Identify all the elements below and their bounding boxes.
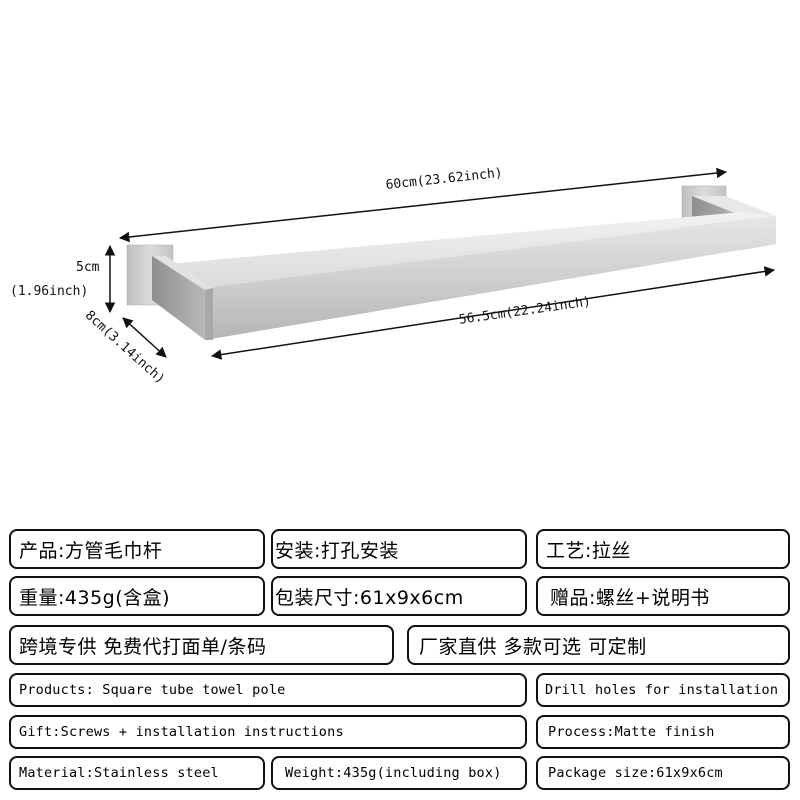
spec-text: 工艺:拉丝 [546, 539, 631, 562]
spec-text: Weight:435g(including box) [285, 765, 502, 781]
spec-text: Process:Matte finish [548, 724, 715, 740]
spec-cn-crossborder: 跨境专供 免费代打面单/条码 [9, 625, 394, 665]
spec-text: Products: Square tube towel pole [19, 682, 286, 698]
spec-cn-process: 工艺:拉丝 [536, 529, 790, 569]
spec-text: Drill holes for installation [545, 682, 779, 698]
spec-cn-gift: 赠品:螺丝+说明书 [536, 576, 790, 616]
product-image [0, 150, 800, 410]
spec-text: 安装:打孔安装 [275, 539, 399, 562]
spec-text: 赠品:螺丝+说明书 [550, 586, 710, 609]
spec-cn-installation: 安装:打孔安装 [271, 529, 527, 569]
spec-text: Package size:61x9x6cm [548, 765, 723, 781]
spec-en-package: Package size:61x9x6cm [536, 756, 790, 790]
spec-text: 厂家直供 多款可选 可定制 [419, 635, 647, 658]
spec-text: 包装尺寸:61x9x6cm [275, 586, 464, 609]
height-inch-label: (1.96inch) [10, 284, 89, 299]
spec-en-installation: Drill holes for installation [536, 673, 790, 707]
spec-cn-product: 产品:方管毛巾杆 [9, 529, 265, 569]
spec-en-weight: Weight:435g(including box) [271, 756, 527, 790]
spec-text: 跨境专供 免费代打面单/条码 [19, 635, 267, 658]
spec-cn-package: 包装尺寸:61x9x6cm [271, 576, 527, 616]
spec-en-material: Material:Stainless steel [9, 756, 265, 790]
spec-text: Material:Stainless steel [19, 765, 219, 781]
spec-cn-weight: 重量:435g(含盒) [9, 576, 265, 616]
spec-text: 重量:435g(含盒) [19, 586, 171, 609]
spec-cn-factory: 厂家直供 多款可选 可定制 [407, 625, 790, 665]
spec-text: 产品:方管毛巾杆 [19, 539, 163, 562]
spec-en-gift: Gift:Screws + installation instructions [9, 715, 527, 749]
spec-text: Gift:Screws + installation instructions [19, 724, 344, 740]
towel-bar-illustration [104, 167, 776, 360]
spec-en-products: Products: Square tube towel pole [9, 673, 527, 707]
spec-en-process: Process:Matte finish [536, 715, 790, 749]
height-cm-label: 5cm [76, 260, 100, 275]
